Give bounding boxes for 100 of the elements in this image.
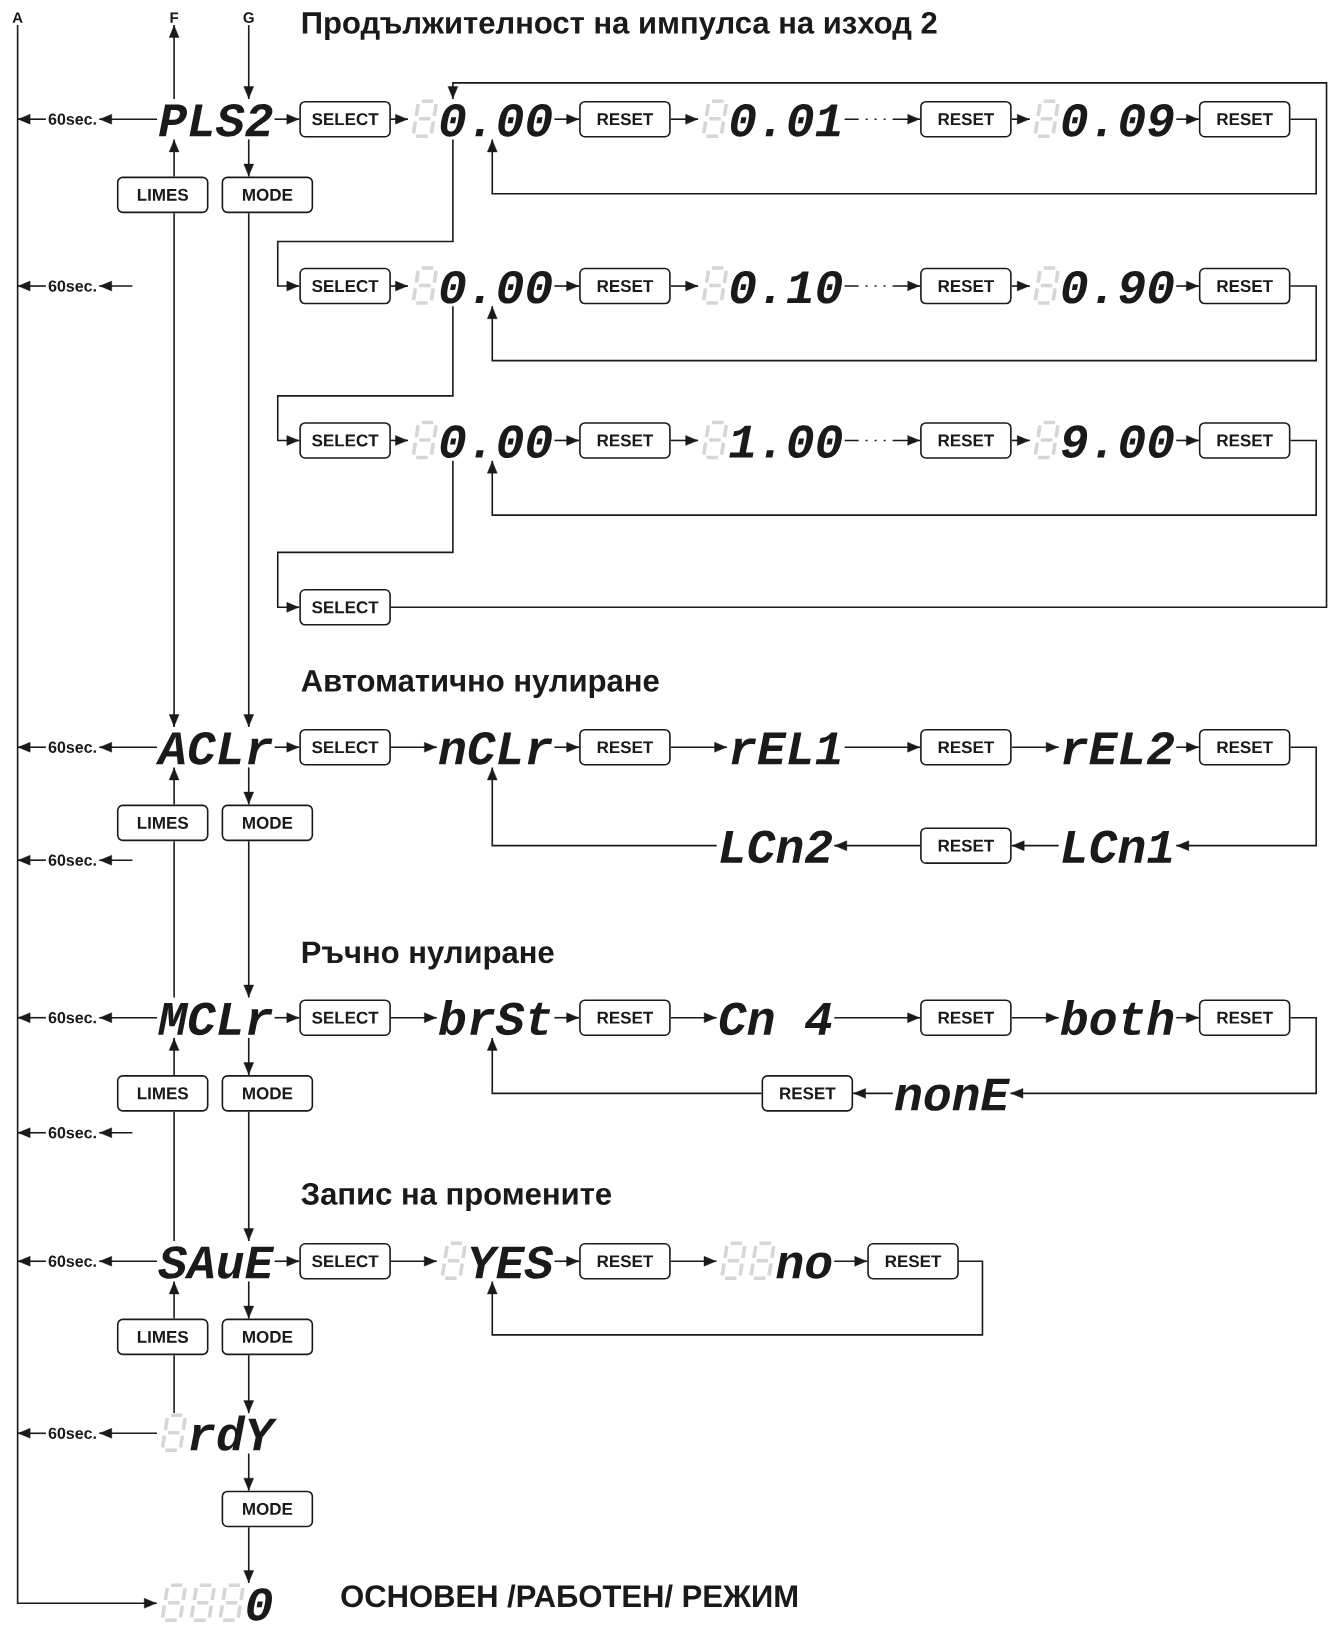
arrow bbox=[1175, 746, 1318, 851]
timeout-label: 60sec. bbox=[48, 1012, 97, 1024]
push-button: RESET bbox=[920, 422, 1012, 459]
arrow bbox=[1175, 435, 1200, 446]
arrow bbox=[670, 435, 700, 446]
display-readout: YES bbox=[470, 1246, 554, 1279]
arrow bbox=[243, 212, 255, 728]
arrow bbox=[852, 1088, 894, 1099]
arrow bbox=[17, 1127, 47, 1138]
arrow bbox=[98, 1256, 159, 1267]
arrow bbox=[487, 118, 1318, 195]
arrow bbox=[390, 114, 409, 125]
arrow bbox=[1011, 1012, 1060, 1023]
arrow bbox=[1011, 435, 1031, 446]
arrow bbox=[1011, 280, 1031, 292]
arrow bbox=[390, 742, 438, 753]
push-button: SELECT bbox=[299, 100, 392, 138]
arrow bbox=[553, 1256, 581, 1267]
arrow bbox=[169, 138, 180, 178]
arrow bbox=[17, 1256, 47, 1267]
push-button: MODE bbox=[221, 1318, 314, 1356]
display-readout: PLS2 bbox=[159, 104, 273, 137]
arrow bbox=[98, 1012, 159, 1023]
arrow bbox=[277, 138, 454, 292]
push-button: RESET bbox=[579, 728, 671, 766]
arrow bbox=[1011, 840, 1060, 851]
push-button: SELECT bbox=[299, 267, 392, 305]
display-readout: 0.00 bbox=[440, 425, 552, 458]
push-button: RESET bbox=[579, 999, 671, 1036]
arrow bbox=[243, 1526, 255, 1584]
display-readout: 1.00 bbox=[729, 425, 843, 458]
arrow bbox=[1175, 114, 1200, 125]
arrow bbox=[390, 1012, 438, 1023]
display-readout: ACLr bbox=[156, 732, 273, 765]
connector-letter: G bbox=[243, 12, 254, 23]
arrow bbox=[17, 280, 47, 292]
arrow bbox=[274, 742, 301, 753]
push-button: RESET bbox=[579, 1242, 671, 1280]
arrow bbox=[1175, 280, 1200, 292]
display-readout: Cn 4 bbox=[720, 1002, 832, 1036]
push-button: LIMES bbox=[117, 1075, 209, 1112]
arrow bbox=[243, 1110, 255, 1242]
connector-line bbox=[173, 840, 176, 999]
arrow bbox=[553, 114, 581, 125]
push-button: RESET bbox=[920, 267, 1012, 305]
arrow bbox=[243, 1354, 255, 1414]
arrow bbox=[1009, 1016, 1318, 1099]
arrow bbox=[670, 742, 729, 753]
push-button: SELECT bbox=[299, 422, 392, 459]
arrow bbox=[17, 114, 47, 125]
arrow bbox=[487, 1260, 984, 1336]
timeout-label: 60sec. bbox=[48, 1127, 97, 1139]
push-button: SELECT bbox=[299, 999, 392, 1036]
connector-line bbox=[173, 1354, 176, 1414]
push-button: MODE bbox=[221, 1075, 314, 1112]
display-readout: MCLr bbox=[158, 1002, 273, 1036]
push-button: RESET bbox=[867, 1242, 959, 1280]
arrow bbox=[277, 305, 454, 446]
connector-letter: F bbox=[170, 12, 179, 23]
arrow bbox=[487, 285, 1318, 362]
display-readout: 9.00 bbox=[1062, 425, 1174, 458]
push-button: RESET bbox=[579, 100, 671, 138]
display-readout: 0.01 bbox=[731, 104, 841, 137]
arrow bbox=[390, 1256, 438, 1267]
arrow bbox=[277, 459, 454, 613]
arrow bbox=[169, 766, 180, 806]
display-readout: SAuE bbox=[158, 1246, 275, 1279]
arrow bbox=[274, 1012, 301, 1023]
push-button: SELECT bbox=[299, 589, 392, 626]
display-readout: 0.09 bbox=[1062, 104, 1174, 137]
push-button: RESET bbox=[920, 100, 1012, 138]
push-button: RESET bbox=[579, 422, 671, 459]
arrow bbox=[243, 1037, 255, 1076]
timeout-label: 60sec. bbox=[48, 1255, 97, 1267]
arrow bbox=[670, 1256, 718, 1267]
arrow bbox=[243, 766, 255, 806]
push-button: RESET bbox=[1199, 422, 1291, 459]
arrow bbox=[98, 280, 134, 292]
arrow bbox=[1011, 114, 1031, 125]
connector-letter: A bbox=[12, 12, 23, 23]
arrow bbox=[243, 840, 255, 999]
push-button: RESET bbox=[1199, 267, 1291, 305]
arrow bbox=[274, 1256, 301, 1267]
arrow bbox=[243, 138, 255, 178]
timeout-label: 60sec. bbox=[48, 280, 97, 292]
arrow bbox=[487, 1037, 763, 1095]
timeout-label: 60sec. bbox=[48, 854, 97, 866]
arrow bbox=[553, 1012, 581, 1023]
timeout-label: 60sec. bbox=[48, 113, 97, 125]
display-readout: nCLr bbox=[439, 732, 553, 765]
dotted-arrow bbox=[844, 114, 922, 125]
display-readout: rEL2 bbox=[1063, 732, 1175, 765]
arrow bbox=[833, 1012, 922, 1023]
arrow bbox=[17, 855, 47, 866]
display-readout: brSt bbox=[439, 999, 551, 1036]
arrow bbox=[1175, 1012, 1200, 1023]
push-button: RESET bbox=[1199, 999, 1291, 1036]
arrow bbox=[243, 1452, 255, 1492]
push-button: RESET bbox=[1199, 100, 1291, 138]
push-button: LIMES bbox=[117, 176, 209, 214]
